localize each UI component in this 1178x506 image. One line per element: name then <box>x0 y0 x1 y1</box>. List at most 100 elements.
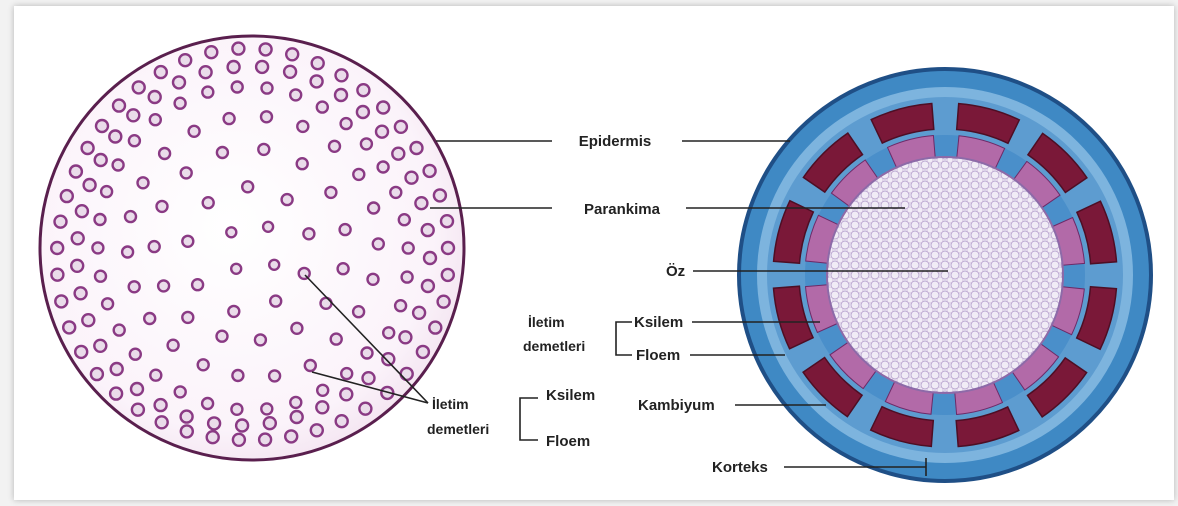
vascular-bundle <box>353 169 364 180</box>
vascular-bundle <box>316 401 328 413</box>
vascular-bundle <box>182 236 193 247</box>
vascular-bundle <box>70 166 82 178</box>
vascular-bundle <box>338 263 349 274</box>
vascular-bundle <box>297 121 308 132</box>
vascular-bundle <box>159 148 170 159</box>
epidermis-callout: Epidermis <box>436 133 790 150</box>
vascular-bundle <box>413 307 425 319</box>
vascular-bundle <box>51 242 63 254</box>
vascular-bundle <box>203 197 214 208</box>
vascular-bundle <box>207 431 219 443</box>
vascular-bundle <box>383 327 394 338</box>
vascular-bundle <box>303 228 314 239</box>
vascular-bundle <box>113 100 125 112</box>
dicot-iletim-label-line1: İletim <box>528 314 565 330</box>
vascular-bundle <box>202 87 213 98</box>
dicot-iletim-bracket <box>616 322 632 355</box>
vascular-bundle <box>395 300 406 311</box>
vascular-bundle <box>290 397 301 408</box>
vascular-bundle <box>406 172 418 184</box>
vascular-bundle <box>259 434 271 446</box>
vascular-bundle <box>224 113 235 124</box>
vascular-bundle <box>442 242 454 254</box>
vascular-bundle <box>179 54 191 66</box>
vascular-bundle <box>285 430 297 442</box>
vascular-bundle <box>122 247 133 258</box>
vascular-bundle <box>341 118 352 129</box>
vascular-bundle <box>269 370 280 381</box>
vascular-bundle <box>325 187 336 198</box>
vascular-bundle <box>262 83 273 94</box>
vascular-bundle <box>368 274 379 285</box>
vascular-bundle <box>111 363 123 375</box>
vascular-bundle <box>329 141 340 152</box>
vascular-bundle <box>357 106 369 118</box>
vascular-bundle <box>96 120 108 132</box>
vascular-bundle <box>260 43 272 55</box>
vascular-bundle <box>411 142 423 154</box>
monocot-ksilem-label: Ksilem <box>546 387 595 404</box>
korteks-label: Korteks <box>712 459 768 476</box>
vascular-bundle <box>336 69 348 81</box>
vascular-bundle <box>341 368 352 379</box>
vascular-bundle <box>261 403 272 414</box>
vascular-bundle <box>208 417 220 429</box>
vascular-bundle <box>217 147 228 158</box>
vascular-bundle <box>317 102 328 113</box>
vascular-bundle <box>113 160 124 171</box>
vascular-bundle <box>61 190 73 202</box>
vascular-bundle <box>415 197 427 209</box>
dicot-ksilem-label: Ksilem <box>634 314 683 331</box>
vascular-bundle <box>282 194 293 205</box>
vascular-bundle <box>317 385 328 396</box>
vascular-bundle <box>76 205 88 217</box>
vascular-bundle <box>264 417 276 429</box>
vascular-bundle <box>403 243 414 254</box>
vascular-bundle <box>236 420 248 432</box>
vascular-bundle <box>181 425 193 437</box>
vascular-bundle <box>399 331 411 343</box>
vascular-bundle <box>382 353 394 365</box>
vascular-bundle <box>55 216 67 228</box>
vascular-bundle <box>231 404 242 415</box>
vascular-bundle <box>144 313 155 324</box>
vascular-bundle <box>149 241 160 252</box>
parankima-label: Parankima <box>584 201 661 218</box>
vascular-bundle <box>71 260 83 272</box>
vascular-bundle <box>202 398 213 409</box>
vascular-bundle <box>242 181 253 192</box>
vascular-bundle <box>175 386 186 397</box>
vascular-bundle <box>129 135 140 146</box>
vascular-bundle <box>270 296 281 307</box>
vascular-bundle <box>231 264 241 274</box>
vascular-bundle <box>157 201 168 212</box>
vascular-bundle <box>132 404 144 416</box>
vascular-bundle <box>82 314 94 326</box>
vascular-bundle <box>138 177 149 188</box>
vascular-bundle <box>269 260 279 270</box>
vascular-bundle <box>131 383 143 395</box>
vascular-bundle <box>205 46 217 58</box>
vascular-bundle <box>181 167 192 178</box>
vascular-bundle <box>311 424 323 436</box>
vascular-bundle <box>110 388 122 400</box>
vascular-bundle <box>255 334 266 345</box>
vascular-bundle <box>424 252 436 264</box>
vascular-bundle <box>75 346 87 358</box>
vascular-bundle <box>189 126 200 137</box>
dicot-floem-label: Floem <box>636 347 680 364</box>
vascular-bundle <box>55 295 67 307</box>
vascular-bundle <box>434 189 446 201</box>
vascular-bundle <box>173 76 185 88</box>
vascular-bundle <box>158 280 169 291</box>
vascular-bundle <box>359 403 371 415</box>
vascular-bundle <box>200 66 212 78</box>
vascular-bundle <box>284 66 296 78</box>
vascular-bundle <box>422 280 434 292</box>
vascular-bundle <box>336 415 348 427</box>
vascular-bundle <box>335 89 347 101</box>
vascular-bundle <box>95 271 106 282</box>
vascular-bundle <box>368 203 379 214</box>
vascular-bundle <box>114 325 125 336</box>
vascular-bundle <box>263 222 273 232</box>
